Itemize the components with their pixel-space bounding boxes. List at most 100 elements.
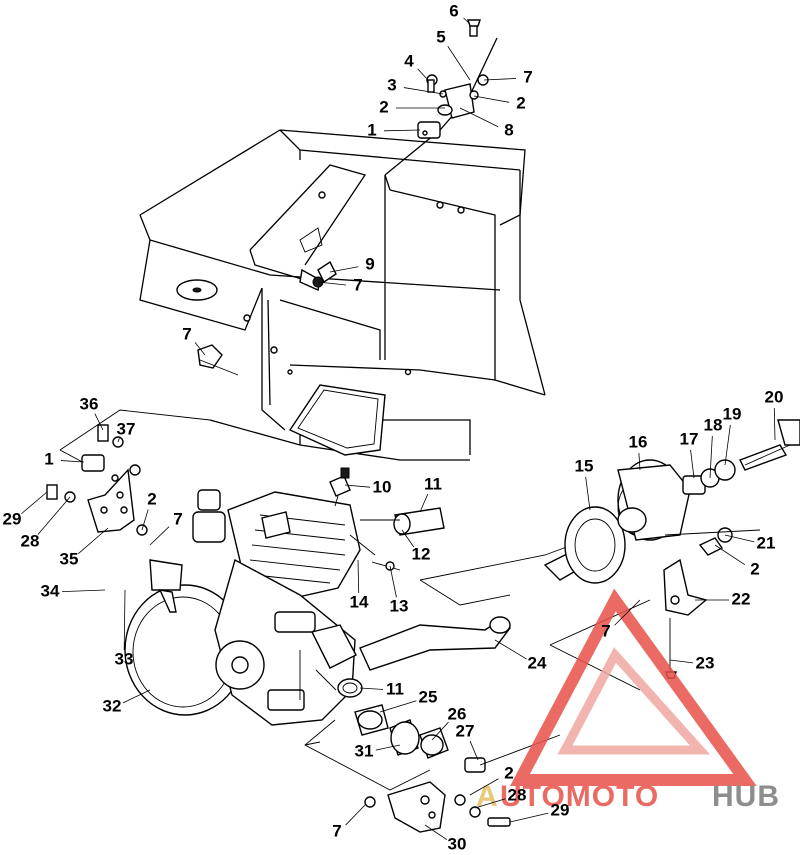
callout-2: 2 bbox=[379, 97, 388, 116]
leader-line-c25 bbox=[379, 700, 417, 713]
leader-line-c30 bbox=[424, 824, 448, 841]
hoses bbox=[337, 507, 511, 698]
watermark-word-automoto: UTOMOTO bbox=[500, 780, 659, 813]
callout-11: 11 bbox=[386, 679, 404, 698]
lower-engine-mount bbox=[304, 704, 561, 833]
callout-29: 29 bbox=[3, 509, 22, 528]
leader-line-c21 bbox=[724, 534, 755, 543]
callout-7: 7 bbox=[332, 821, 341, 840]
leader-line-c2b bbox=[473, 95, 510, 103]
leader-line-c17 bbox=[690, 449, 695, 479]
leader-line-c3 bbox=[403, 87, 444, 95]
callout-14: 14 bbox=[350, 592, 369, 611]
callout-20: 20 bbox=[765, 387, 784, 406]
leader-line-c28a bbox=[37, 496, 71, 535]
callout-17: 17 bbox=[680, 429, 699, 448]
callout-7: 7 bbox=[523, 67, 532, 86]
leader-line-c9 bbox=[329, 266, 359, 273]
leader-line-c20 bbox=[773, 407, 776, 441]
callout-18: 18 bbox=[704, 415, 723, 434]
callout-23: 23 bbox=[696, 653, 715, 672]
leader-line-c2c bbox=[141, 509, 149, 531]
leader-line-c5 bbox=[447, 46, 471, 81]
leader-line-c27 bbox=[469, 740, 479, 761]
leader-lines bbox=[21, 17, 776, 841]
callout-31: 31 bbox=[355, 741, 374, 760]
leader-line-c24 bbox=[494, 639, 527, 660]
callout-28: 28 bbox=[21, 531, 40, 550]
leader-line-c7a bbox=[483, 78, 517, 81]
leader-line-c18 bbox=[709, 435, 713, 479]
callout-35: 35 bbox=[60, 549, 79, 568]
callout-8: 8 bbox=[504, 120, 513, 139]
leader-line-c8 bbox=[459, 107, 499, 128]
leader-line-c7b bbox=[317, 281, 347, 286]
leader-line-c6 bbox=[463, 17, 471, 25]
callout-7: 7 bbox=[353, 275, 362, 294]
drive-clutch bbox=[419, 419, 800, 606]
callout-25: 25 bbox=[419, 687, 438, 706]
callout-11: 11 bbox=[424, 474, 442, 493]
leader-line-c11a bbox=[419, 493, 429, 513]
leader-line-c2e bbox=[469, 778, 499, 796]
leader-line-c19 bbox=[724, 424, 731, 466]
leader-line-c35 bbox=[78, 527, 109, 554]
leader-line-c7c bbox=[194, 342, 206, 356]
callout-5: 5 bbox=[436, 27, 445, 46]
watermark-word-hub: HUB bbox=[712, 780, 780, 813]
throttle-linkage bbox=[197, 19, 498, 376]
leader-line-c29a bbox=[21, 491, 48, 515]
leader-line-c14 bbox=[357, 559, 360, 594]
leader-line-c10 bbox=[344, 484, 371, 488]
callout-9: 9 bbox=[365, 254, 374, 273]
leader-line-c29b bbox=[509, 812, 549, 823]
callout-16: 16 bbox=[629, 432, 648, 451]
leader-line-c4 bbox=[417, 68, 429, 81]
callout-32: 32 bbox=[103, 696, 122, 715]
callout-19: 19 bbox=[723, 404, 742, 423]
watermark-logo: A UTOMOTO HUB bbox=[476, 588, 780, 813]
callout-4: 4 bbox=[404, 51, 414, 70]
callout-22: 22 bbox=[732, 589, 751, 608]
callout-12: 12 bbox=[412, 544, 431, 563]
leader-line-c15 bbox=[585, 476, 591, 511]
callout-30: 30 bbox=[448, 834, 467, 853]
callout-1: 1 bbox=[44, 449, 53, 468]
callout-27: 27 bbox=[456, 721, 475, 740]
callout-26: 26 bbox=[448, 704, 467, 723]
callout-15: 15 bbox=[575, 456, 594, 475]
callout-33: 33 bbox=[115, 649, 134, 668]
callout-37: 37 bbox=[117, 419, 136, 438]
callout-10: 10 bbox=[373, 477, 392, 496]
leader-line-c1a bbox=[383, 129, 421, 132]
leader-line-c13 bbox=[389, 565, 397, 598]
leader-line-c7e bbox=[614, 599, 641, 626]
leader-line-c26 bbox=[431, 721, 449, 741]
leader-line-c34 bbox=[61, 589, 106, 593]
callout-3: 3 bbox=[387, 75, 396, 94]
chassis-frame bbox=[139, 129, 546, 461]
leader-line-c23 bbox=[669, 659, 694, 664]
callout-29: 29 bbox=[551, 800, 570, 819]
callout-numbers: 6 5 4 7 3 2 2 1 8 9 7 7 36 37 1 2 7 29 2… bbox=[3, 1, 784, 853]
leader-line-c2d bbox=[714, 544, 746, 566]
leader-line-c28b bbox=[474, 798, 506, 809]
engine-block bbox=[124, 467, 401, 726]
callout-2: 2 bbox=[504, 763, 513, 782]
callout-36: 36 bbox=[80, 394, 99, 413]
callout-13: 13 bbox=[390, 596, 409, 615]
leader-line-c31 bbox=[375, 744, 401, 751]
leader-line-c33 bbox=[123, 589, 126, 651]
leader-line-c37 bbox=[117, 438, 120, 443]
callout-2: 2 bbox=[516, 93, 525, 112]
callout-2: 2 bbox=[147, 489, 156, 508]
callout-7: 7 bbox=[173, 509, 182, 528]
callout-7: 7 bbox=[182, 324, 191, 343]
callout-1: 1 bbox=[367, 120, 376, 139]
callout-34: 34 bbox=[41, 581, 60, 600]
leader-line-c1b bbox=[60, 460, 85, 463]
leader-line-c32 bbox=[122, 689, 151, 704]
callout-24: 24 bbox=[528, 653, 547, 672]
leader-line-c12 bbox=[401, 529, 415, 548]
